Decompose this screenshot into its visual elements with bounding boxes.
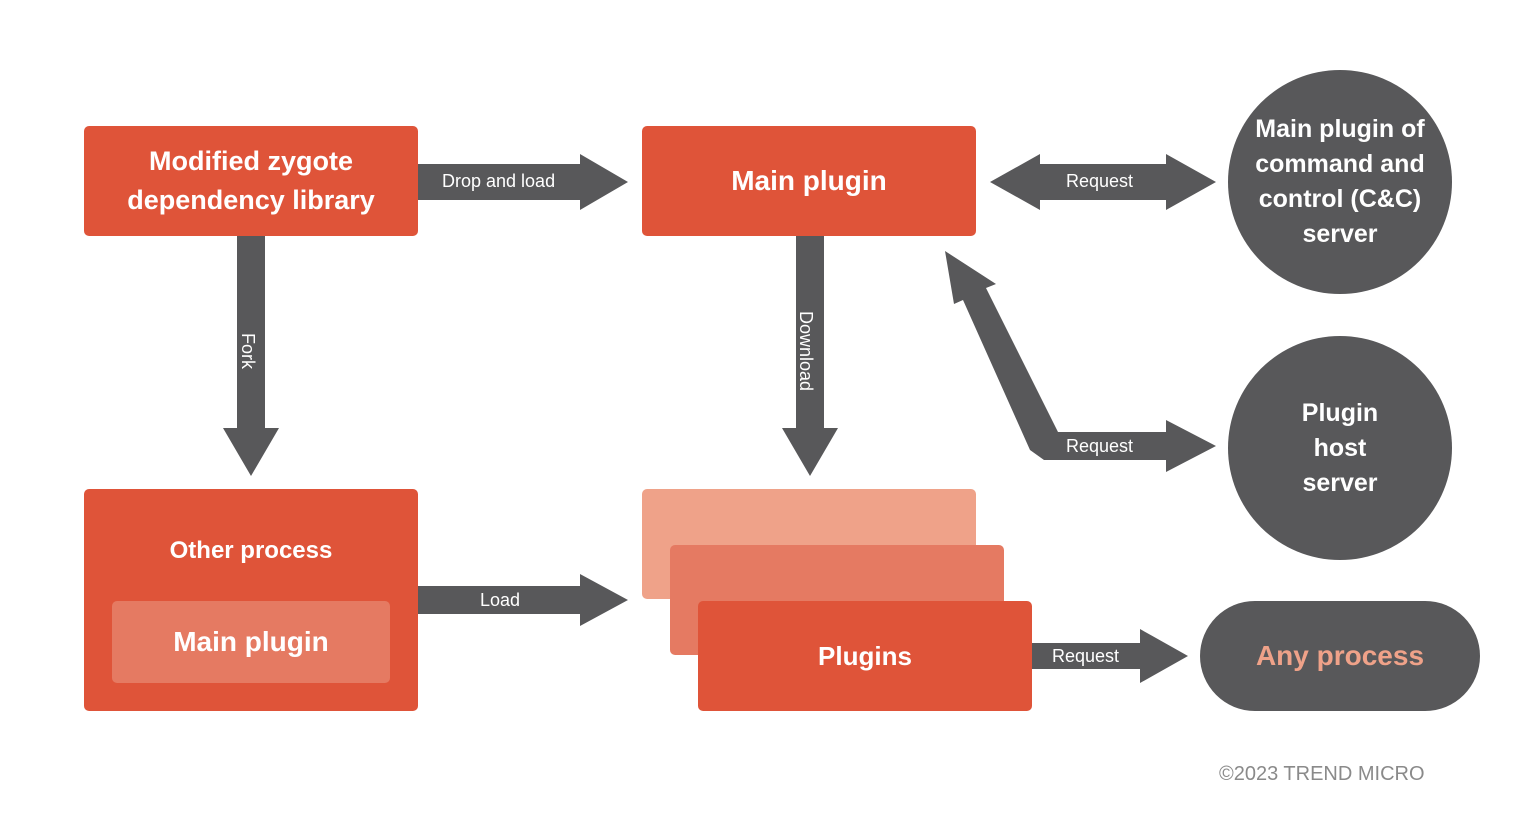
drop-and-load-label: Drop and load (442, 171, 556, 191)
main-plugin-label: Main plugin (731, 165, 887, 196)
arrow-load (418, 574, 628, 626)
zygote-library-box: Modified zygote dependency library (84, 126, 418, 236)
arrow-request-any (1032, 629, 1188, 683)
inner-main-plugin-label: Main plugin (173, 626, 329, 657)
arrow-request-host (945, 251, 1216, 472)
arrow-drop-and-load (418, 154, 628, 210)
main-plugin-box: Main plugin (642, 126, 976, 236)
request-any-label: Request (1052, 646, 1120, 666)
other-process-box: Other process Main plugin (84, 489, 418, 711)
copyright-credit: ©2023 TREND MICRO (1219, 763, 1425, 785)
cc-server-label: Main plugin of command and control (C&C)… (1255, 115, 1425, 248)
arrow-request-cc (990, 154, 1216, 210)
load-label: Load (480, 590, 521, 610)
request-host-label: Request (1066, 436, 1134, 456)
download-label: Download (796, 310, 817, 392)
any-process-node: Any process (1200, 601, 1480, 711)
arrow-fork (223, 236, 279, 476)
plugin-host-server-node: Plugin host server (1228, 336, 1452, 560)
other-process-label: Other process (169, 537, 333, 564)
plugins-box: Plugins (698, 601, 1032, 711)
arrow-download (782, 236, 838, 476)
plugin-host-server-label: Plugin host server (1301, 398, 1379, 497)
fork-label: Fork (238, 333, 258, 369)
plugins-label: Plugins (818, 640, 912, 671)
zygote-library-label: Modified zygote dependency library (127, 146, 375, 215)
any-process-label: Any process (1255, 640, 1425, 671)
request-cc-label: Request (1066, 171, 1134, 191)
cc-server-node: Main plugin of command and control (C&C)… (1228, 70, 1452, 294)
other-process-inner-main-plugin: Main plugin (112, 601, 390, 683)
